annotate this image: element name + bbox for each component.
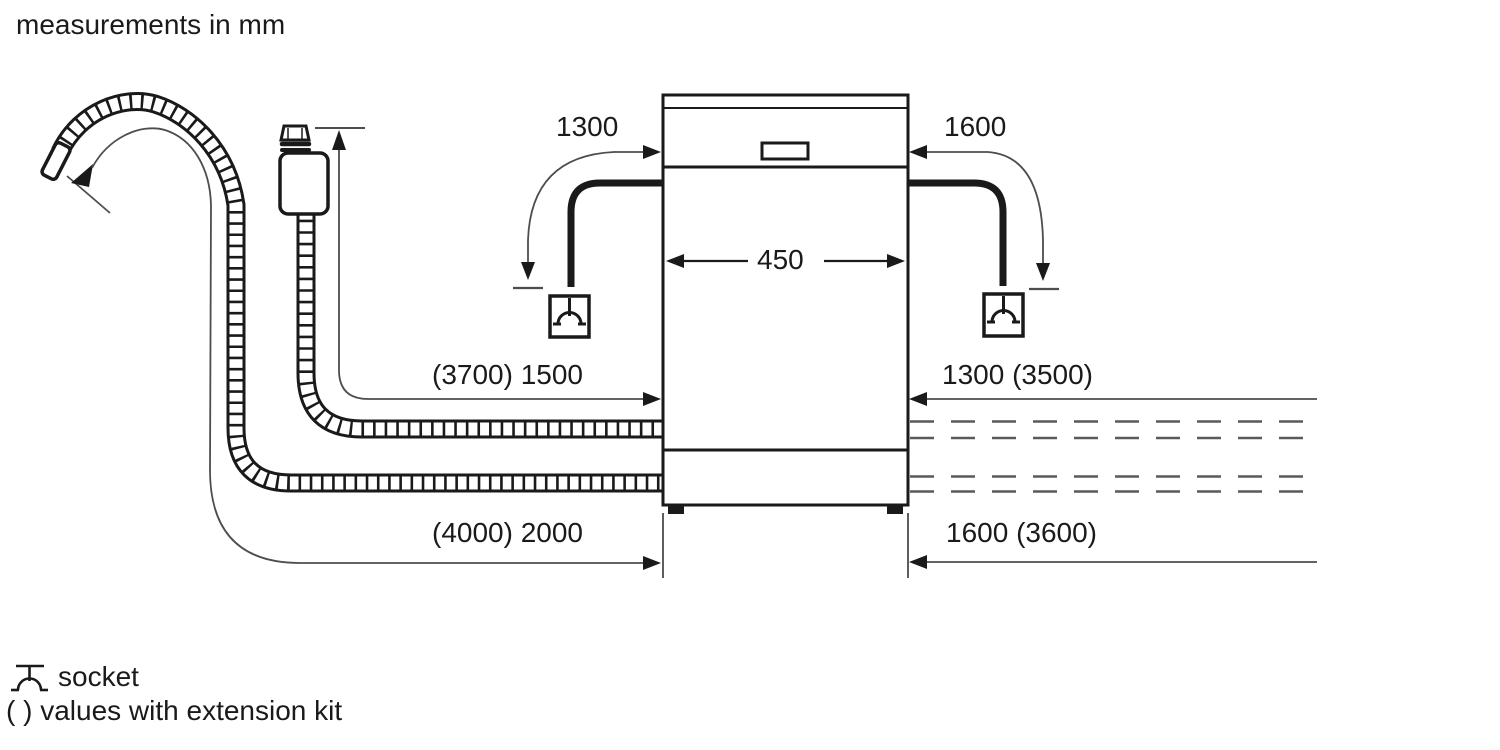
arrowhead-up <box>332 130 346 150</box>
dim-label-drain-hose: (4000) 2000 <box>432 517 584 548</box>
legend-socket-icon <box>11 664 48 692</box>
dim-appliance-width <box>666 254 905 268</box>
drain-hose-end-cap <box>40 140 72 182</box>
aquastop-valve <box>278 124 330 216</box>
arrowhead-down <box>1036 263 1050 281</box>
socket-icon-right <box>982 292 1025 338</box>
arrowhead-left <box>909 555 927 569</box>
dim-drain-hose <box>66 127 661 570</box>
power-cord-left <box>567 179 663 287</box>
dim-upper-hose-right <box>909 392 1317 406</box>
dim-label-cord-left: 1300 <box>556 111 619 142</box>
dim-supply-hose <box>315 127 661 406</box>
door-handle <box>760 141 810 161</box>
arrowhead-left <box>909 145 927 159</box>
dim-label-lower-hose-right: 1600 (3600) <box>946 517 1098 548</box>
arrowhead-to-hose-end <box>71 164 93 187</box>
arrowhead-right <box>887 254 905 268</box>
socket-icon-left <box>548 294 591 339</box>
foot-right <box>887 505 903 514</box>
dim-lower-hose-right <box>909 555 1317 569</box>
dim-label-cord-right: 1600 <box>944 111 1007 142</box>
drain-hose <box>40 92 663 493</box>
arrowhead-left <box>909 392 927 406</box>
dim-label-upper-hose-right: 1300 (3500) <box>942 359 1094 390</box>
arrowhead-right <box>643 392 661 406</box>
dim-cord-left <box>513 145 661 290</box>
legend-extension-note: ( ) values with extension kit <box>6 695 343 726</box>
arrowhead-right <box>643 145 661 159</box>
page-title: measurements in mm <box>16 9 286 40</box>
arrowhead-down <box>521 262 535 280</box>
legend-socket-label: socket <box>58 661 139 692</box>
foot-left <box>668 505 684 514</box>
power-cord-right <box>908 179 1007 286</box>
dim-cord-right <box>909 145 1059 291</box>
alternate-hose-routing-dashed <box>910 420 1317 493</box>
supply-hose <box>296 208 663 439</box>
arrowhead-left <box>666 254 684 268</box>
dishwasher-outline <box>661 93 910 514</box>
arrowhead-right <box>643 556 661 570</box>
dim-label-supply-hose: (3700) 1500 <box>432 359 584 390</box>
dim-label-appliance-width: 450 <box>757 244 804 275</box>
